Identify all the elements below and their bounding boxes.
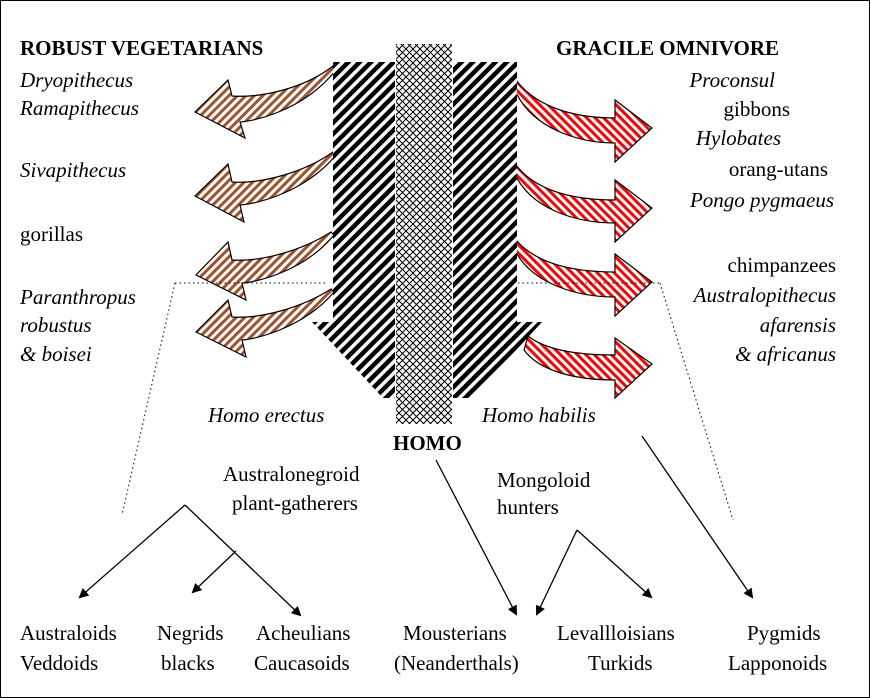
label-australoids: Australoids xyxy=(20,623,117,644)
label-mongoloid: Mongoloid xyxy=(497,470,590,491)
trunk-center-column xyxy=(396,44,452,424)
heading-homo: HOMO xyxy=(393,433,462,454)
right-arrow-2 xyxy=(514,165,652,242)
arrow-to-acheulians xyxy=(185,505,300,615)
label-blacks: blacks xyxy=(161,653,215,674)
arrow-to-turkids xyxy=(577,530,651,597)
label-sivapithecus: Sivapithecus xyxy=(20,160,126,181)
label-pygmids: Pygmids xyxy=(747,623,821,644)
label-plant-gatherers: plant-gatherers xyxy=(232,493,358,514)
label-robustus: robustus xyxy=(20,315,92,336)
left-arrow-2 xyxy=(195,152,336,222)
label-mousterians: Mousterians xyxy=(403,623,507,644)
trunk-left-column xyxy=(312,62,395,398)
label-gibbons: gibbons xyxy=(723,99,790,120)
arrow-to-negrids xyxy=(193,551,236,592)
right-arrow-3 xyxy=(514,240,652,316)
label-africanus: & africanus xyxy=(735,344,836,365)
label-gorillas: gorillas xyxy=(20,224,83,245)
left-arrow-3 xyxy=(196,232,334,300)
label-hunters: hunters xyxy=(497,497,559,518)
label-caucasoids: Caucasoids xyxy=(254,653,350,674)
label-pongo-pygmaeus: Pongo pygmaeus xyxy=(690,190,834,211)
label-boisei: & boisei xyxy=(20,344,92,365)
label-proconsul: Proconsul xyxy=(689,70,775,91)
label-turkids: Turkids xyxy=(588,653,653,674)
label-hylobates: Hylobates xyxy=(696,128,781,149)
arrow-to-australoids xyxy=(80,505,185,597)
label-levalloisians: Levallloisians xyxy=(557,623,675,644)
arrow-to-mousterians-from-mongoloid xyxy=(537,530,577,614)
label-acheulians: Acheulians xyxy=(256,623,350,644)
label-orang-utans: orang-utans xyxy=(729,159,828,180)
left-arrows xyxy=(195,66,336,357)
label-ramapithecus: Ramapithecus xyxy=(20,98,139,119)
heading-gracile-omnivore: GRACILE OMNIVORE xyxy=(556,38,779,59)
label-dryopithecus: Dryopithecus xyxy=(20,70,133,91)
heading-robust-vegetarians: ROBUST VEGETARIANS xyxy=(20,38,263,59)
label-homo-erectus: Homo erectus xyxy=(208,405,324,426)
label-veddoids: Veddoids xyxy=(20,653,98,674)
trunk xyxy=(312,44,542,424)
right-arrows xyxy=(514,80,652,398)
label-negrids: Negrids xyxy=(157,623,224,644)
label-australonegroid: Australonegroid xyxy=(223,464,359,485)
label-afarensis: afarensis xyxy=(760,315,836,336)
right-arrow-1 xyxy=(514,80,652,162)
label-lapponoids: Lapponoids xyxy=(728,653,827,674)
label-paranthropus: Paranthropus xyxy=(20,287,136,308)
descent-arrows xyxy=(80,436,752,615)
label-chimpanzees: chimpanzees xyxy=(728,255,836,276)
label-neanderthals: (Neanderthals) xyxy=(394,653,519,674)
label-australopithecus: Australopithecus xyxy=(694,285,836,306)
left-arrow-1 xyxy=(195,66,336,138)
arrow-to-pygmids xyxy=(642,436,752,597)
label-homo-habilis: Homo habilis xyxy=(482,405,596,426)
right-arrow-4 xyxy=(524,336,652,398)
